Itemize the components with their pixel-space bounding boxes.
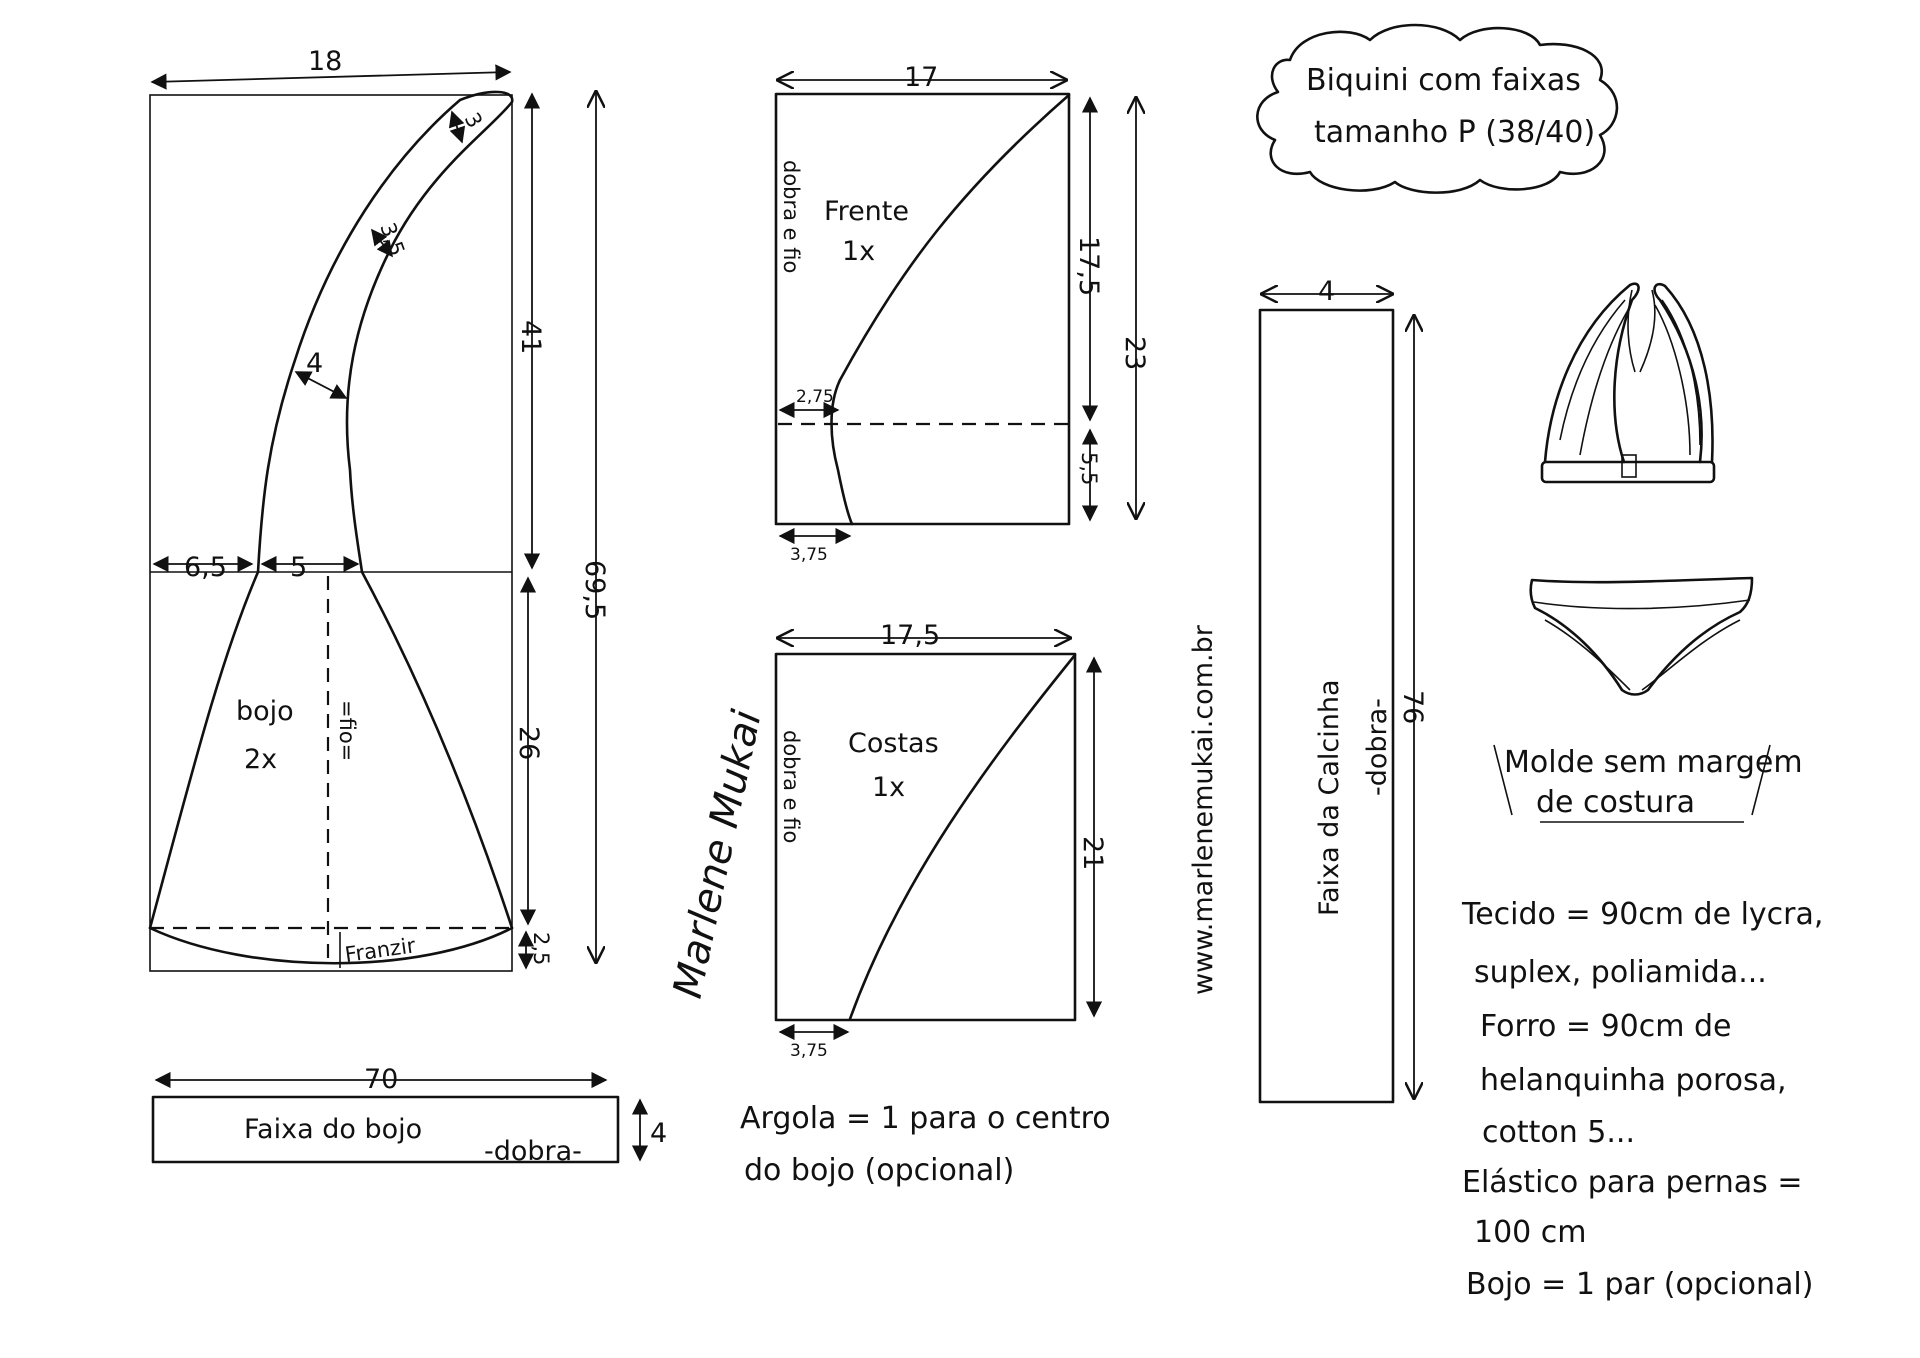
argola-line-2: do bojo (opcional) [744, 1153, 1014, 1188]
frente-dim-width: 17 [904, 62, 938, 93]
top-right-cup [1653, 282, 1714, 464]
bojo-dim-upper: 41 [515, 320, 546, 354]
bojo-dim-strap-tip-line [448, 110, 466, 144]
materials-line-1: Tecido = 90cm de lycra, [1461, 897, 1823, 932]
costas-dim-bottom: 3,75 [790, 1041, 828, 1061]
frente-dim-upper: 17,5 [1073, 236, 1104, 296]
bojo-grain-text: =fio= [335, 700, 359, 761]
faixa-bojo-label: Faixa do bojo [244, 1114, 422, 1145]
margin-note-line-2: de costura [1536, 785, 1695, 820]
costas-dim-height: 21 [1077, 836, 1108, 870]
top-gather-lines [1559, 299, 1701, 456]
title-cloud-outline [1256, 23, 1619, 194]
bottom-outline [1529, 576, 1754, 696]
faixa-calcinha-label: Faixa da Calcinha [1314, 680, 1345, 917]
argola-note: Argola = 1 para o centro do bojo (opcion… [740, 1101, 1111, 1188]
bojo-dim-hem: 2,5 [529, 932, 553, 965]
frente-dim-notch: 2,75 [796, 387, 834, 407]
faixa-bojo-pattern: Faixa do bojo -dobra- 70 4 [151, 1064, 667, 1167]
materials-line-4: helanquinha porosa, [1480, 1063, 1787, 1098]
materials-line-2: suplex, poliamida... [1474, 955, 1767, 990]
faixa-calcinha-fold: -dobra- [1362, 698, 1393, 796]
bikini-bottom-sketch [1529, 576, 1754, 696]
top-tie-strings [1627, 289, 1656, 373]
faixa-bojo-dim-width: 70 [364, 1064, 398, 1095]
website-url: www.marlenemukai.com.br [1188, 624, 1219, 995]
margin-note: Molde sem margem de costura [1493, 744, 1803, 823]
top-band [1540, 460, 1716, 484]
faixa-bojo-fold: -dobra- [484, 1136, 582, 1167]
costas-dim-width: 17,5 [880, 620, 940, 651]
bojo-dim-lower: 26 [513, 726, 544, 760]
faixa-calcinha-pattern: Faixa da Calcinha -dobra- 4 76 [1258, 276, 1428, 1104]
margin-note-left-bar [1493, 744, 1513, 816]
bojo-dim-base: 5 [290, 552, 307, 583]
faixa-bojo-box [151, 1095, 620, 1164]
costas-fold-text: dobra e fio [779, 730, 803, 843]
faixa-calcinha-box [1258, 308, 1395, 1104]
margin-note-right-bar [1751, 744, 1771, 816]
frente-dim-total: 23 [1119, 336, 1150, 370]
materials-line-7: 100 cm [1474, 1215, 1587, 1250]
bojo-count: 2x [244, 744, 277, 775]
frente-dim-lower: 5,5 [1077, 452, 1101, 485]
materials-line-3: Forro = 90cm de [1480, 1009, 1732, 1044]
bojo-outline [148, 90, 514, 930]
bottom-leg-line [1544, 619, 1741, 691]
title-line-1: Biquini com faixas [1306, 63, 1581, 98]
materials-note: Tecido = 90cm de lycra, suplex, poliamid… [1461, 897, 1823, 1302]
signature: Marlene Mukai [665, 706, 771, 1002]
bojo-bounding-box [149, 94, 513, 972]
materials-line-8: Bojo = 1 par (opcional) [1466, 1267, 1813, 1302]
bottom-band-line [1533, 599, 1751, 610]
frente-fold-text: dobra e fio [779, 160, 803, 273]
bojo-pattern: bojo 2x =fio= Franzir 18 69,5 41 26 2,5 … [148, 46, 610, 972]
frente-cut-curve [830, 93, 1071, 526]
title-line-2: tamanho P (38/40) [1314, 115, 1595, 150]
frente-dim-bottom: 3,75 [790, 545, 828, 565]
bojo-bottom-curve [148, 926, 514, 965]
bikini-top-sketch [1540, 282, 1716, 484]
frente-label: Frente [824, 196, 909, 227]
bojo-label: bojo [236, 696, 294, 727]
bojo-dim-width: 18 [308, 46, 342, 77]
costas-pattern: Costas 1x dobra e fio 17,5 21 3,75 [774, 620, 1108, 1061]
bojo-dim-width-line [150, 64, 512, 90]
costas-count: 1x [872, 772, 905, 803]
bojo-gather-text: Franzir [343, 933, 417, 967]
costas-cut-curve [848, 653, 1077, 1021]
materials-line-6: Elástico para pernas = [1462, 1165, 1802, 1200]
margin-note-line-1: Molde sem margem [1504, 745, 1803, 780]
frente-count: 1x [842, 236, 875, 267]
title-bubble: Biquini com faixas tamanho P (38/40) [1256, 23, 1619, 194]
bojo-dim-strap-tip: 3 [460, 109, 487, 133]
bojo-dim-strap-mid-line [294, 371, 348, 399]
faixa-calcinha-dim-height: 76 [1397, 690, 1428, 724]
top-left-cup [1543, 282, 1640, 464]
frente-bounding-box [774, 92, 1071, 526]
faixa-calcinha-dim-width: 4 [1318, 276, 1335, 307]
argola-line-1: Argola = 1 para o centro [740, 1101, 1111, 1136]
bojo-dim-total: 69,5 [579, 560, 610, 620]
bojo-dim-strap-mid: 4 [306, 348, 323, 379]
faixa-bojo-dim-height: 4 [650, 1118, 667, 1149]
top-center-ring [1621, 454, 1637, 478]
bojo-dim-strap-upper-line [371, 228, 393, 258]
costas-bounding-box [774, 652, 1077, 1022]
materials-line-5: cotton 5... [1482, 1115, 1635, 1150]
costas-label: Costas [848, 728, 939, 759]
bojo-dim-left: 6,5 [184, 552, 227, 583]
frente-pattern: Frente 1x dobra e fio 17 17,5 23 5,5 2,7… [774, 62, 1150, 565]
